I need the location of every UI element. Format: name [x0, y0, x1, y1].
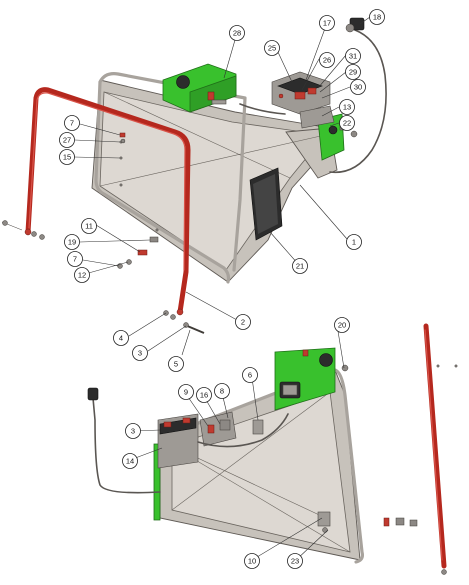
callout-18-label: 18: [373, 13, 381, 22]
callout-1: 1: [346, 234, 362, 250]
callout-16-label: 16: [200, 391, 208, 400]
callout-17-label: 17: [323, 19, 331, 28]
callout-5: 5: [168, 356, 184, 372]
bottom-knob: [319, 353, 333, 367]
callout-15-label: 15: [63, 153, 71, 162]
top-hopper-assembly: [91, 17, 387, 284]
red-bar-separate: [383, 323, 458, 575]
callout-31: 31: [345, 48, 361, 64]
callout-22-label: 22: [343, 119, 351, 128]
callout-8-label: 8: [220, 387, 224, 396]
bottom-hopper-assembly: [87, 347, 364, 564]
callout-12: 12: [74, 267, 90, 283]
callout-22: 22: [339, 115, 355, 131]
callout-12-label: 12: [78, 271, 86, 280]
callout-7b-label: 7: [73, 255, 77, 264]
callout-7b: 7: [67, 251, 83, 267]
callout-26-label: 26: [323, 56, 331, 65]
callout-30: 30: [350, 79, 366, 95]
callout-23-label: 23: [291, 557, 299, 566]
callout-13: 13: [339, 99, 355, 115]
callout-2-label: 2: [241, 318, 245, 327]
callout-10: 10: [244, 553, 260, 569]
callout-3b-label: 3: [131, 427, 135, 436]
callout-15: 15: [59, 149, 75, 165]
top-cable: [329, 29, 387, 174]
callout-14: 14: [122, 453, 138, 469]
callout-8: 8: [214, 383, 230, 399]
control-knob: [176, 75, 190, 89]
callout-6-label: 6: [248, 371, 252, 380]
leader-lines: [73, 16, 371, 562]
callout-9: 9: [178, 384, 194, 400]
callout-21: 21: [292, 258, 308, 274]
callout-27: 27: [59, 132, 75, 148]
callout-10-label: 10: [248, 557, 256, 566]
callout-30-label: 30: [354, 83, 362, 92]
callout-25-label: 25: [268, 44, 276, 53]
callout-6: 6: [242, 367, 258, 383]
callout-17: 17: [319, 15, 335, 31]
callout-3b: 3: [125, 423, 141, 439]
callout-14-label: 14: [126, 457, 134, 466]
callout-7a: 7: [64, 115, 80, 131]
callout-26: 26: [319, 52, 335, 68]
callout-11: 11: [81, 218, 97, 234]
hardware-left: [1, 132, 205, 334]
callout-18: 18: [369, 9, 385, 25]
callout-9-label: 9: [184, 388, 188, 397]
callouts: 28 17 18 25 26 31 29 30 13 22 7 27 15 1 …: [59, 9, 385, 569]
callout-3a: 3: [132, 345, 148, 361]
callout-27-label: 27: [63, 136, 71, 145]
callout-3a-label: 3: [138, 349, 142, 358]
callout-28-label: 28: [233, 29, 241, 38]
callout-4-label: 4: [119, 334, 123, 343]
mounting-plate: [317, 113, 345, 161]
callout-7a-label: 7: [70, 119, 74, 128]
callout-1-label: 1: [352, 238, 356, 247]
bracket-6: [252, 419, 264, 435]
callout-19-label: 19: [68, 238, 76, 247]
callout-19: 19: [64, 234, 80, 250]
bottom-bracket: [317, 511, 331, 527]
callout-29-label: 29: [349, 68, 357, 77]
callout-25: 25: [264, 40, 280, 56]
callout-31-label: 31: [349, 52, 357, 61]
red-handle: [24, 87, 191, 316]
callout-21-label: 21: [296, 262, 304, 271]
callout-11-label: 11: [85, 222, 93, 231]
callout-5-label: 5: [174, 360, 178, 369]
callout-23: 23: [287, 553, 303, 569]
callout-4: 4: [113, 330, 129, 346]
callout-28: 28: [229, 25, 245, 41]
top-hopper-frame: [94, 72, 247, 284]
callout-13-label: 13: [343, 103, 351, 112]
callout-2: 2: [235, 314, 251, 330]
callout-16: 16: [196, 387, 212, 403]
callout-29: 29: [345, 64, 361, 80]
callout-20-label: 20: [338, 321, 346, 330]
callout-20: 20: [334, 317, 350, 333]
bottom-hopper-frame: [158, 368, 364, 564]
bottom-cable: [92, 397, 161, 494]
